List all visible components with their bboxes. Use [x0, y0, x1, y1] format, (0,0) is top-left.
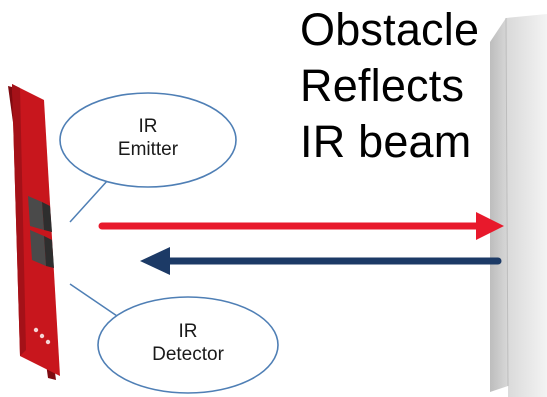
obstacle-edge — [505, 17, 509, 387]
emitter-label-line1: IR — [138, 116, 158, 137]
emitter-label-line2: Emitter — [117, 139, 179, 160]
detector-label-line2: Detector — [152, 344, 224, 365]
detector-leader-line — [69, 283, 121, 319]
emitter-callout — [59, 92, 237, 188]
emitter-component-face — [42, 202, 52, 232]
emitter-component — [28, 196, 44, 230]
emitted-beam-arrow — [98, 212, 504, 240]
emitter-leader-line — [69, 179, 109, 223]
detector-component-face — [44, 236, 54, 268]
emitter-label: IR Emitter — [100, 115, 196, 161]
detector-callout — [97, 296, 279, 394]
led-dot — [33, 327, 39, 333]
obstacle-caption-line1: Obstacle — [300, 4, 480, 55]
led-dot — [39, 333, 45, 339]
obstacle-side — [490, 18, 508, 392]
detector-label-line1: IR — [178, 321, 198, 342]
reflected-beam-head — [140, 247, 170, 275]
reflected-beam-arrow — [140, 247, 502, 275]
emitted-beam-head — [476, 212, 504, 240]
detector-label: IR Detector — [138, 320, 238, 366]
obstacle-caption: Obstacle Reflects IR beam — [300, 2, 479, 170]
obstacle-front — [506, 14, 547, 397]
sensor-board — [8, 84, 60, 380]
obstacle-caption-line2: Reflects — [300, 60, 465, 111]
detector-component — [30, 230, 46, 266]
obstacle-caption-line3: IR beam — [300, 116, 472, 167]
obstacle — [490, 14, 547, 397]
board-highlight — [12, 84, 26, 356]
led-dot — [45, 339, 51, 345]
